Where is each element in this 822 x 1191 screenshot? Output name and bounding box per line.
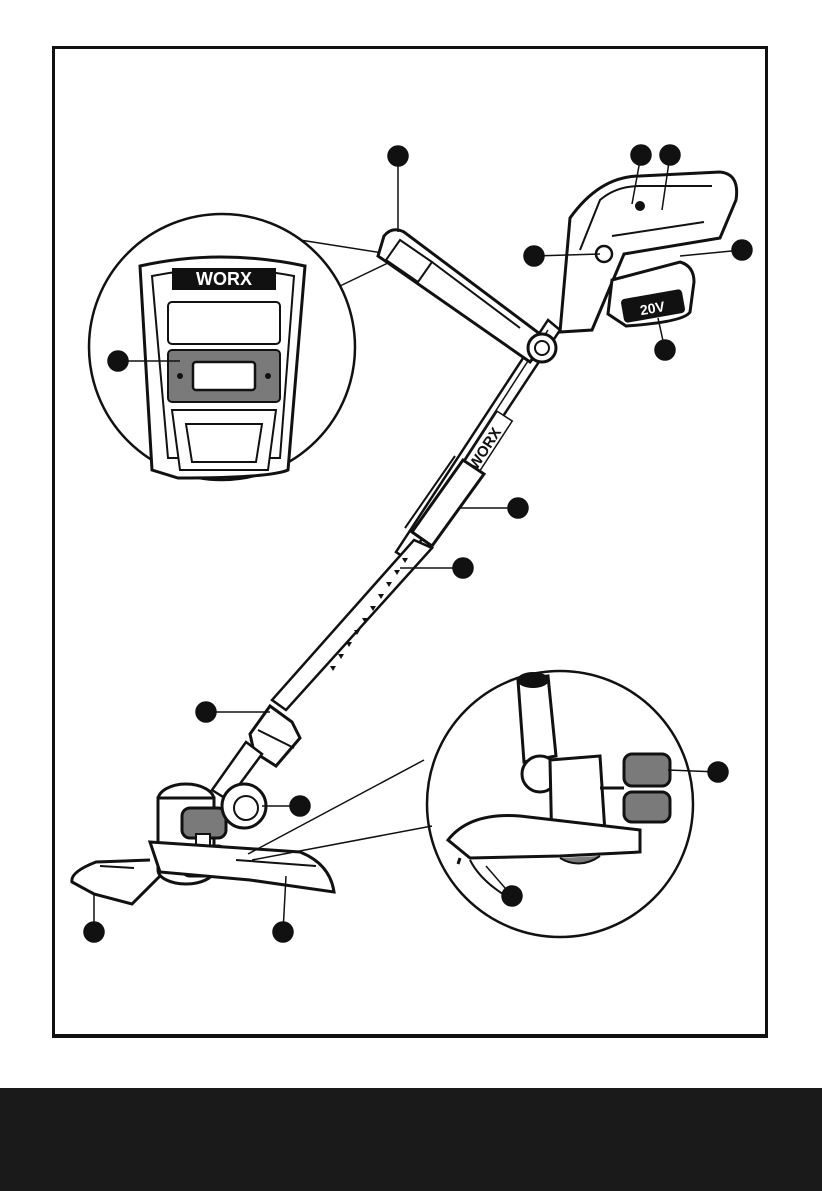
callout-dot (388, 146, 408, 166)
callout-dot (660, 145, 680, 165)
footer-band (0, 1088, 822, 1191)
switch-detail-zoom: WORX (89, 214, 390, 480)
callout-dot (196, 702, 216, 722)
callout-dot (502, 886, 522, 906)
head-detail-zoom (248, 671, 693, 937)
callout-dot (453, 558, 473, 578)
callout-dot (273, 922, 293, 942)
zoom-logo-text: WORX (196, 269, 252, 289)
callout-dot (631, 145, 651, 165)
callout-dot (108, 351, 128, 371)
rear-handle: 20V (560, 172, 737, 332)
callout-dot (508, 498, 528, 518)
callout-dot (732, 240, 752, 260)
callout-dot (655, 340, 675, 360)
callout-dot (290, 796, 310, 816)
callout-dot (708, 762, 728, 782)
callout-dot (84, 922, 104, 942)
callout-dot (524, 246, 544, 266)
